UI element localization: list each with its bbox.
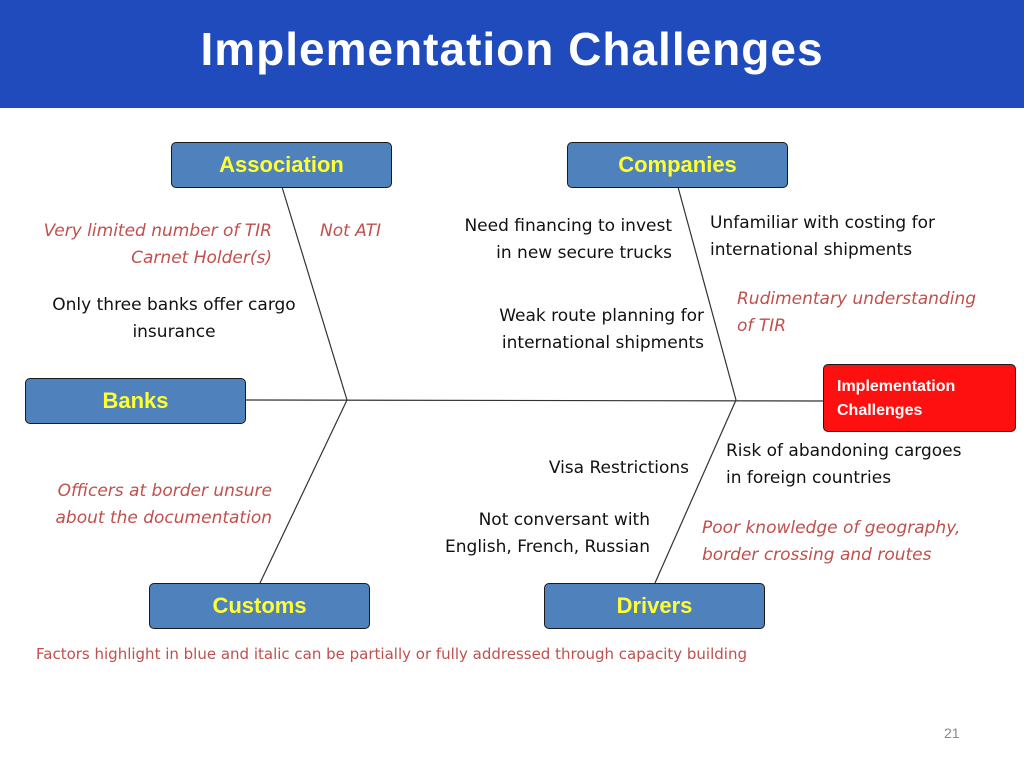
- customs-box: Customs: [149, 583, 370, 629]
- banks-box: Banks: [25, 378, 246, 424]
- drivers-bone: [654, 399, 737, 584]
- association-box: Association: [171, 142, 392, 188]
- cause-costing: Unfamiliar with costing for internationa…: [710, 213, 935, 260]
- drivers-box: Drivers: [544, 583, 765, 629]
- cause-financing: Need financing to invest in new secure t…: [464, 216, 672, 263]
- companies-bone: [677, 186, 737, 401]
- association-label: Association: [219, 152, 344, 177]
- companies-label: Companies: [618, 152, 737, 177]
- drivers-label: Drivers: [616, 593, 693, 618]
- cause-abandoning: Risk of abandoning cargoes in foreign co…: [726, 441, 962, 488]
- cause-not-ati: Not ATI: [320, 221, 381, 241]
- spine-line: [245, 399, 824, 402]
- cause-visa: Visa Restrictions: [548, 458, 689, 478]
- banks-label: Banks: [102, 388, 169, 413]
- effect-label-line2: Challenges: [837, 402, 923, 419]
- cause-tir-holders: Very limited number of TIR Carnet Holder…: [43, 221, 272, 268]
- cause-languages: Not conversant with English, French, Rus…: [445, 510, 650, 557]
- page-title: Implementation Challenges: [200, 23, 824, 75]
- page-number: 21: [944, 725, 960, 741]
- cause-geography: Poor knowledge of geography, border cros…: [702, 518, 961, 565]
- customs-bone: [259, 399, 348, 584]
- association-bone: [281, 186, 348, 401]
- cause-tir-understanding: Rudimentary understanding of TIR: [737, 289, 977, 336]
- title-bar: Implementation Challenges: [0, 0, 1024, 108]
- footnote: Factors highlight in blue and italic can…: [36, 645, 747, 663]
- effect-box: Implementation Challenges: [823, 364, 1016, 432]
- customs-label: Customs: [212, 593, 307, 618]
- cause-route-planning: Weak route planning for international sh…: [499, 306, 704, 353]
- effect-label-line1: Implementation: [837, 378, 956, 395]
- cause-bank-insurance: Only three banks offer cargo insurance: [52, 295, 296, 342]
- cause-officers: Officers at border unsure about the docu…: [55, 481, 272, 528]
- companies-box: Companies: [567, 142, 788, 188]
